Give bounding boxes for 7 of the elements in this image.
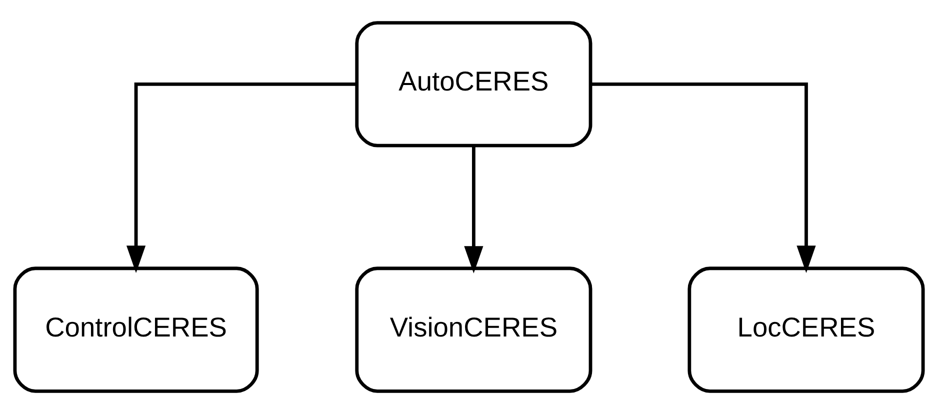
- node-box: ControlCERES: [13, 266, 259, 393]
- node-box: AutoCERES: [355, 21, 592, 148]
- arrow: [126, 82, 357, 273]
- arrow: [590, 82, 816, 273]
- node-box: LocCERES: [688, 266, 925, 393]
- arrow: [464, 146, 484, 274]
- node-box: VisionCERES: [355, 266, 592, 393]
